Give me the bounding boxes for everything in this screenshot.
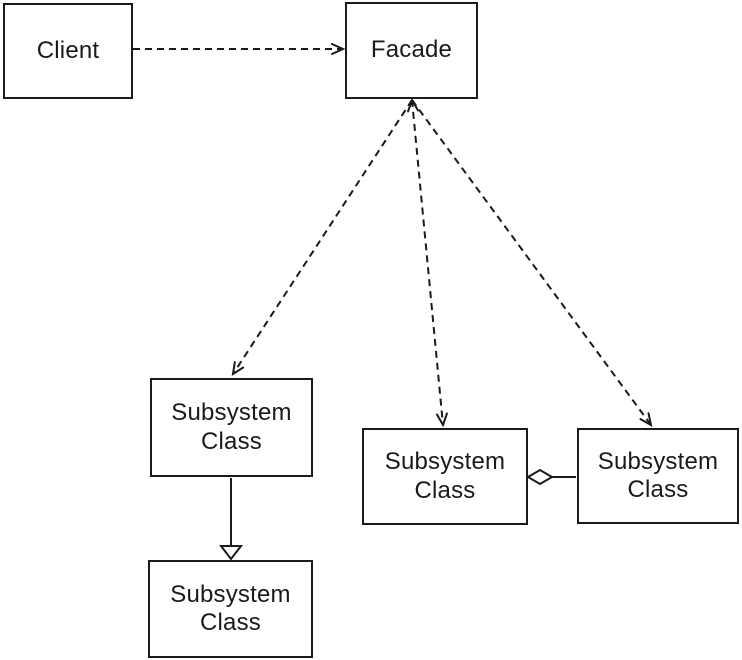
hollow-triangle-arrowhead	[218, 545, 244, 561]
node-subsystem-class-left: Subsystem Class	[150, 378, 313, 477]
facade-to-subsystem-center-arrow	[407, 97, 448, 428]
node-subsystem-class-center-label: Subsystem Class	[384, 448, 506, 504]
node-subsystem-class-right-label: Subsystem Class	[597, 447, 719, 503]
node-facade-label: Facade	[370, 36, 453, 64]
node-subsystem-class-left-child-label: Subsystem Class	[170, 580, 291, 636]
node-subsystem-class-right: Subsystem Class	[577, 428, 739, 524]
node-subsystem-class-left-label: Subsystem Class	[171, 399, 292, 455]
facade-to-subsystem-left-arrow	[231, 99, 413, 377]
node-client-label: Client	[36, 36, 100, 64]
node-facade: Facade	[345, 2, 478, 99]
node-client: Client	[3, 3, 133, 99]
node-subsystem-class-center: Subsystem Class	[362, 428, 528, 525]
node-subsystem-class-left-child: Subsystem Class	[148, 560, 313, 658]
facade-to-subsystem-right-arrow	[411, 99, 653, 427]
hollow-diamond-aggregation	[526, 468, 554, 486]
